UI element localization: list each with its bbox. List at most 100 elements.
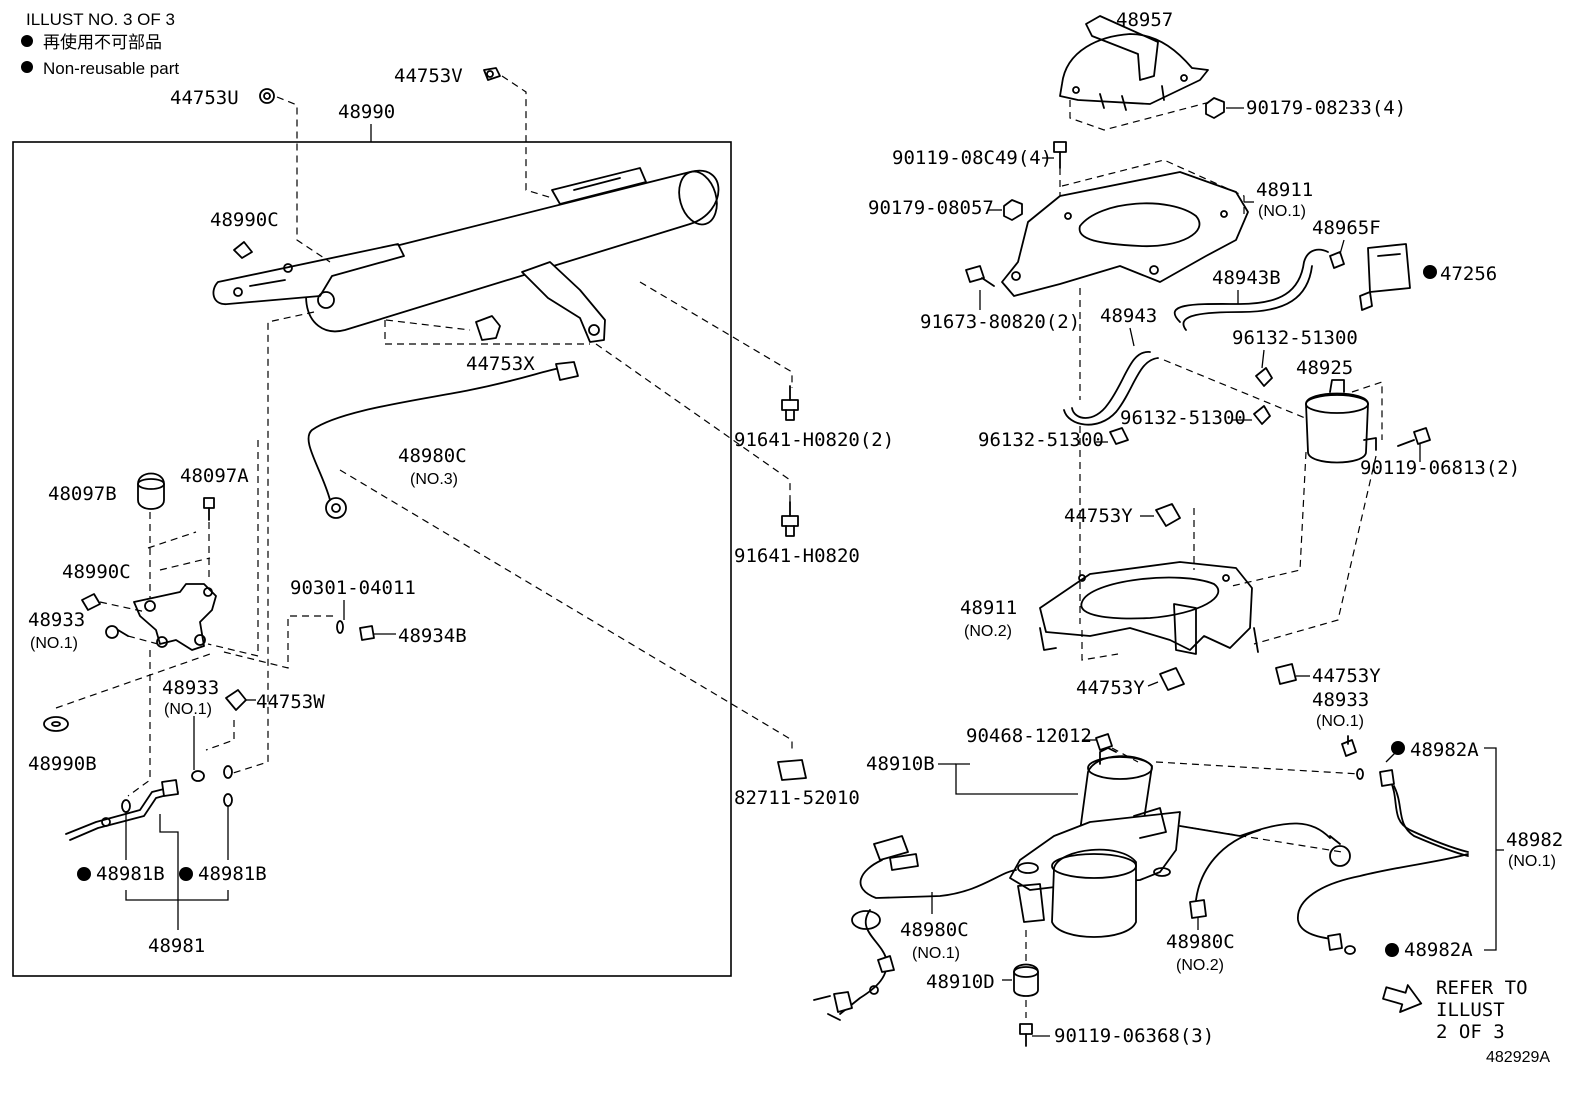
label-96132-51300-a[interactable]: 96132-51300 [1232,327,1358,349]
label-47256[interactable]: 47256 [1440,263,1497,285]
harness-48980C-no3[interactable] [307,361,579,519]
bolt-90468-12012-icon[interactable] [1095,733,1113,751]
label-82711-52010[interactable]: 82711-52010 [734,787,860,809]
label-48943B[interactable]: 48943B [1212,267,1281,289]
bolt-91673-80820-icon[interactable] [965,265,995,287]
connector-48934B-icon[interactable] [359,625,375,641]
label-48097B[interactable]: 48097B [48,483,117,505]
nonreusable-dot-icon [1423,265,1437,279]
label-48925[interactable]: 48925 [1296,357,1353,379]
label-48990[interactable]: 48990 [338,101,395,123]
label-90119-08C49[interactable]: 90119-08C49(4) [892,147,1052,169]
label-48982A-lower[interactable]: 48982A [1404,939,1473,961]
sensor-47256[interactable] [1359,243,1411,311]
label-91641-H0820[interactable]: 91641-H0820 [734,545,860,567]
bolt-90119-08C49-icon[interactable] [1053,141,1067,169]
ring-90301-04011-icon[interactable] [336,620,344,634]
cover-48957[interactable] [1059,15,1209,111]
label-48981B-left[interactable]: 48981B [96,863,165,885]
fitting-48965F-icon[interactable] [1329,251,1345,269]
clip-44753X-icon[interactable] [475,315,501,341]
label-96132-51300-b[interactable]: 96132-51300 [1120,407,1246,429]
cushion-48097B-icon[interactable] [137,472,165,510]
label-48980C-no2[interactable]: 48980C [1166,931,1235,953]
label-48933-right[interactable]: 48933 [1312,689,1369,711]
label-44753Y-right[interactable]: 44753Y [1312,665,1381,687]
bracket-48911-no2[interactable] [1039,561,1259,655]
label-48990B[interactable]: 48990B [28,753,97,775]
bolt-90119-06368-icon[interactable] [1019,1023,1033,1047]
clip-44753V-icon[interactable] [483,67,501,81]
nonreusable-dot-icon [1385,943,1399,957]
label-90179-08233[interactable]: 90179-08233(4) [1246,97,1406,119]
label-48957[interactable]: 48957 [1116,9,1173,31]
label-48910B[interactable]: 48910B [866,753,935,775]
harness-48980C-no1[interactable] [813,835,1017,1021]
cap-82711-52010-icon[interactable] [777,759,807,781]
label-91673-80820[interactable]: 91673-80820(2) [920,311,1080,333]
clip-44753Y-c-icon[interactable] [1275,663,1297,685]
label-48990C-upper[interactable]: 48990C [210,209,279,231]
clip-44753Y-b-icon[interactable] [1159,667,1185,691]
label-48934B[interactable]: 48934B [398,625,467,647]
label-48910D[interactable]: 48910D [926,971,995,993]
clip-44753Y-a-icon[interactable] [1155,503,1181,527]
harness-48980C-no2[interactable] [1179,822,1351,919]
clamp-96132-b-icon[interactable] [1253,405,1271,425]
label-44753Y-lower[interactable]: 44753Y [1076,677,1145,699]
oring-48933-mid-icon[interactable] [191,770,205,782]
label-91641-H0820-2[interactable]: 91641-H0820(2) [734,429,894,451]
bracket-valve-assembly[interactable] [133,583,217,651]
clip-48990C-upper-icon[interactable] [233,241,253,259]
label-90119-06813[interactable]: 90119-06813(2) [1360,457,1520,479]
label-48965F[interactable]: 48965F [1312,217,1381,239]
clip-48990C-lower-icon[interactable] [81,593,101,611]
label-96132-51300-c[interactable]: 96132-51300 [978,429,1104,451]
bracket-48911-no1[interactable] [1001,171,1249,297]
clamp-96132-a-icon[interactable] [1255,367,1273,387]
fitting-48933-mid-icon[interactable] [225,689,247,711]
nut-90179-08057-icon[interactable] [1003,199,1023,221]
tube-48982[interactable] [1297,769,1469,955]
label-44753U[interactable]: 44753U [170,87,239,109]
label-44753Y-upper[interactable]: 44753Y [1064,505,1133,527]
fitting-48933-right-icon[interactable] [1341,735,1357,757]
label-90179-08057[interactable]: 90179-08057 [868,197,994,219]
filter-48925[interactable] [1305,379,1377,464]
mount-48910D[interactable] [1013,963,1039,997]
label-48981[interactable]: 48981 [148,935,205,957]
fitting-48933-left-icon[interactable] [105,625,129,639]
label-48982A-upper[interactable]: 48982A [1410,739,1479,761]
label-48980C-no3[interactable]: 48980C [398,445,467,467]
bolt-91641-H0820-2-icon[interactable] [781,385,799,421]
label-48911-no1[interactable]: 48911 [1256,179,1313,201]
label-44753W[interactable]: 44753W [256,691,325,713]
label-48980C-no1[interactable]: 48980C [900,919,969,941]
hose-48943[interactable] [1063,351,1159,426]
label-90119-06368[interactable]: 90119-06368(3) [1054,1025,1214,1047]
air-tube-48981[interactable] [65,779,233,841]
label-48911-no2[interactable]: 48911 [960,597,1017,619]
bolt-90119-06813-icon[interactable] [1397,427,1431,447]
bolt-48097A-icon[interactable] [203,497,215,521]
compressor-48910B[interactable] [1009,747,1181,938]
label-90301-04011[interactable]: 90301-04011 [290,577,416,599]
label-48097A[interactable]: 48097A [180,465,249,487]
hose-48943B[interactable] [1173,248,1329,331]
air-tank-48990[interactable] [212,167,722,343]
label-44753V[interactable]: 44753V [394,65,463,87]
label-48933-mid[interactable]: 48933 [162,677,219,699]
label-48981B-right[interactable]: 48981B [198,863,267,885]
clamp-96132-c-icon[interactable] [1109,427,1129,445]
label-48982[interactable]: 48982 [1506,829,1563,851]
label-90468-12012[interactable]: 90468-12012 [966,725,1092,747]
refer-arrow-icon[interactable] [1381,980,1425,1017]
label-44753X[interactable]: 44753X [466,353,535,375]
label-48933-left[interactable]: 48933 [28,609,85,631]
label-48990C-lower[interactable]: 48990C [62,561,131,583]
bolt-91641-H0820-icon[interactable] [781,501,799,537]
washer-48990B-icon[interactable] [43,716,69,732]
nut-90179-08233-icon[interactable] [1205,97,1225,119]
clip-44753U-icon[interactable] [259,88,275,104]
label-48943[interactable]: 48943 [1100,305,1157,327]
